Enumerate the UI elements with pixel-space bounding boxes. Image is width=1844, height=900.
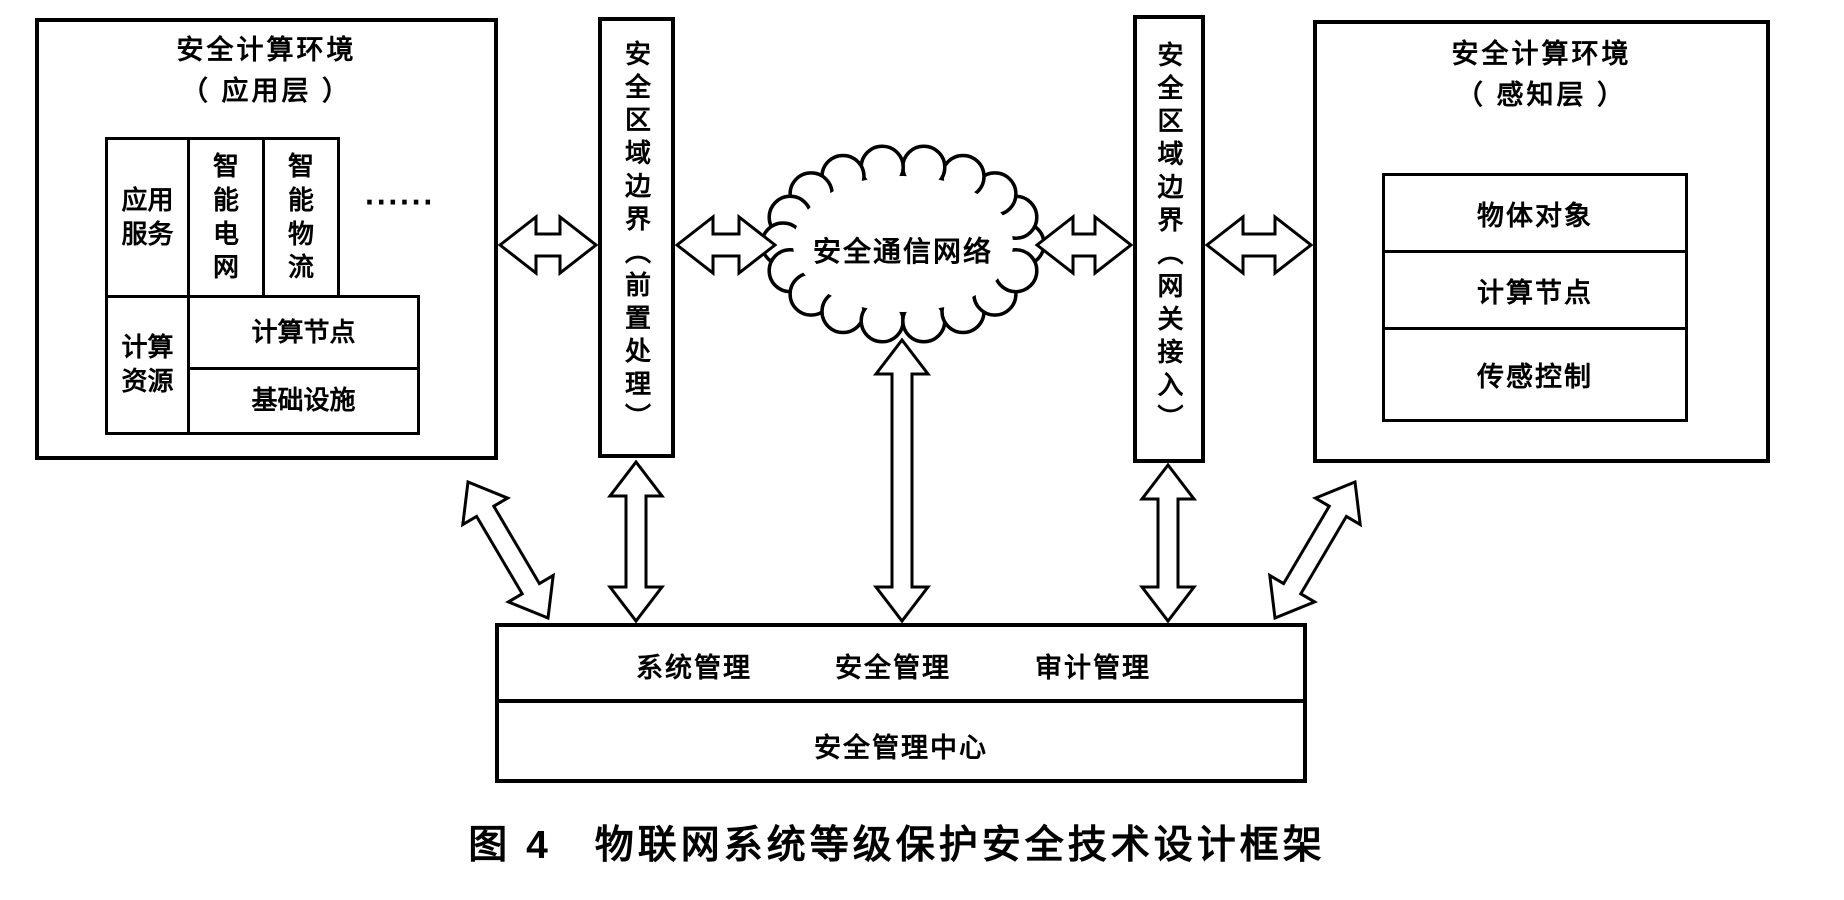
cell-app-service: 应用服务 [105, 137, 190, 298]
double-arrows [460, 213, 1363, 624]
sense-env-subtitle: （ 感知层 ） [1455, 79, 1627, 110]
boundary-front-label: 安全区域边界（前置处理） [621, 39, 652, 436]
mgmt-system-label: 系统管理 [636, 653, 752, 683]
comm-network-label: 安全通信网络 [812, 236, 993, 267]
arrow-boundary-cloud-left [674, 213, 778, 277]
app-env-box [35, 18, 498, 460]
ellipsis-dots: ······ [365, 184, 435, 220]
sense-env-title: 安全计算环境 [1451, 39, 1632, 69]
cloud-shape [760, 144, 1046, 344]
arrow-senseenv-mgmt-diagonal [1267, 479, 1363, 621]
arrow-cloud-mgmt [872, 337, 932, 624]
boundary-gateway-bar: 安全区域边界（网关接入） [1133, 15, 1205, 463]
arrow-front-boundary-mgmt [606, 459, 666, 624]
boundary-gateway-label: 安全区域边界（网关接入） [1154, 41, 1184, 437]
arrow-boundary-senseenv [1204, 213, 1314, 277]
mgmt-audit-label: 审计管理 [1035, 653, 1151, 683]
app-env-title-block: 安全计算环境 （ 应用层 ） [35, 30, 498, 111]
sense-env-box [1313, 20, 1770, 463]
arrow-cloud-boundary-right [1034, 213, 1134, 277]
arrow-appenv-boundary [497, 213, 599, 277]
mgmt-center-divider [495, 699, 1307, 703]
cloud-inner-fill [793, 176, 1013, 312]
boundary-front-bar: 安全区域边界（前置处理） [598, 17, 675, 458]
cell-compute-resource: 计算资源 [105, 295, 190, 435]
arrow-appenv-mgmt-diagonal [460, 479, 556, 621]
figure-caption: 图 4 物联网系统等级保护安全技术设计框架 [468, 824, 1326, 867]
arrow-gateway-boundary-mgmt [1138, 462, 1198, 624]
cell-smart-logistics: 智能物流 [262, 137, 340, 298]
cell-smart-grid: 智能电网 [187, 137, 265, 298]
cell-compute-node: 计算节点 [187, 295, 420, 370]
mgmt-center-box [495, 623, 1307, 783]
row-sensor-control: 传感控制 [1382, 327, 1688, 422]
row-object: 物体对象 [1382, 173, 1688, 253]
app-env-subtitle: （ 应用层 ） [180, 75, 352, 106]
mgmt-security-label: 安全管理 [835, 653, 951, 683]
cell-infrastructure: 基础设施 [187, 367, 420, 435]
mgmt-center-label: 安全管理中心 [814, 733, 988, 763]
sense-env-title-block: 安全计算环境 （ 感知层 ） [1313, 34, 1770, 115]
app-env-title: 安全计算环境 [176, 35, 357, 65]
row-compute-node: 计算节点 [1382, 250, 1688, 330]
